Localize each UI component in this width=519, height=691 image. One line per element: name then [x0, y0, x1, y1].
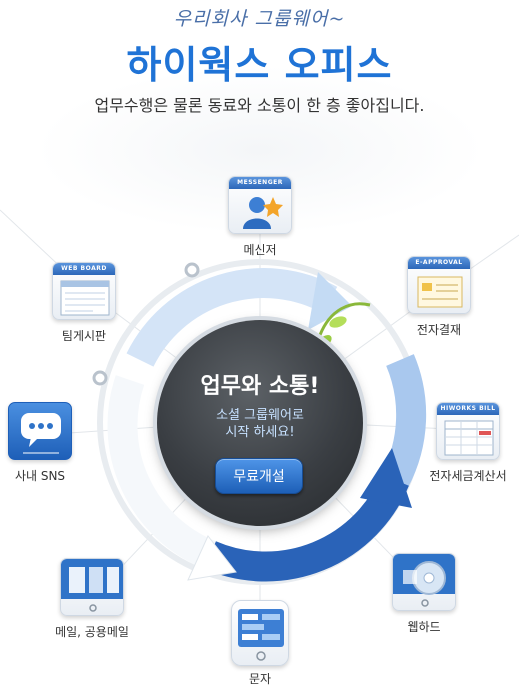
orbit-dot — [92, 370, 108, 386]
page-title: 하이웍스 오피스 — [126, 43, 393, 87]
app-e-approval[interactable]: E-APPROVAL 전자결재 — [384, 256, 494, 338]
app-label: 웹하드 — [407, 620, 441, 634]
ring-arc-light — [126, 268, 338, 367]
hub-subline-2: 시작 하세요! — [225, 425, 295, 440]
app-label: 전자결재 — [416, 323, 462, 337]
sprout-stem — [318, 302, 371, 336]
e-approval-icon: E-APPROVAL — [407, 256, 471, 314]
free-signup-button[interactable]: 무료개설 — [215, 458, 303, 494]
app-label: 사내 SNS — [14, 469, 66, 483]
app-mail[interactable]: 메일, 공용메일 — [37, 558, 147, 640]
ring-arc-dark — [204, 473, 409, 582]
tagline: 우리회사 그룹웨어~ — [173, 8, 346, 30]
orbit-dot — [184, 262, 200, 278]
web-board-icon: WEB BOARD — [52, 262, 116, 320]
app-label: 팀게시판 — [61, 329, 107, 343]
ring-arc-mid — [381, 354, 427, 487]
tax-invoice-icon: HIWORKS BILL — [436, 402, 500, 460]
sprout-leaf — [329, 316, 347, 328]
webhard-icon — [392, 553, 456, 611]
hub-subline-1: 소셜 그룹웨어로 — [216, 408, 304, 423]
app-social[interactable]: 사내 SNS — [0, 402, 95, 484]
app-webhard[interactable]: 웹하드 — [369, 553, 479, 635]
messenger-icon: MESSENGER — [228, 176, 292, 234]
hub-headline: 업무와 소통! — [200, 374, 320, 399]
sms-phone-icon — [231, 600, 289, 666]
arrow-head-bottom — [187, 535, 237, 581]
arrow-head-right — [360, 448, 412, 508]
app-sms[interactable]: 문자 — [205, 600, 315, 687]
ring-arc-white — [107, 375, 216, 569]
page-subtitle: 업무수행은 물론 동료와 소통이 한 층 좋아집니다. — [94, 96, 425, 115]
app-label: 문자 — [248, 672, 272, 686]
center-hub: 업무와 소통! 소셜 그룹웨어로 시작 하세요! 무료개설 — [157, 320, 363, 526]
app-web-board[interactable]: WEB BOARD 팀게시판 — [29, 262, 139, 344]
app-messenger[interactable]: MESSENGER 메신저 — [205, 176, 315, 258]
mail-icon — [60, 558, 124, 616]
app-label: 메신저 — [243, 243, 277, 257]
chat-bubble-icon — [8, 402, 72, 460]
app-label: 메일, 공용메일 — [55, 625, 129, 639]
app-tax-invoice[interactable]: HIWORKS BILL 전자세금계산서 — [413, 402, 519, 484]
arrow-head-top — [308, 272, 352, 330]
app-label: 전자세금계산서 — [429, 469, 507, 483]
